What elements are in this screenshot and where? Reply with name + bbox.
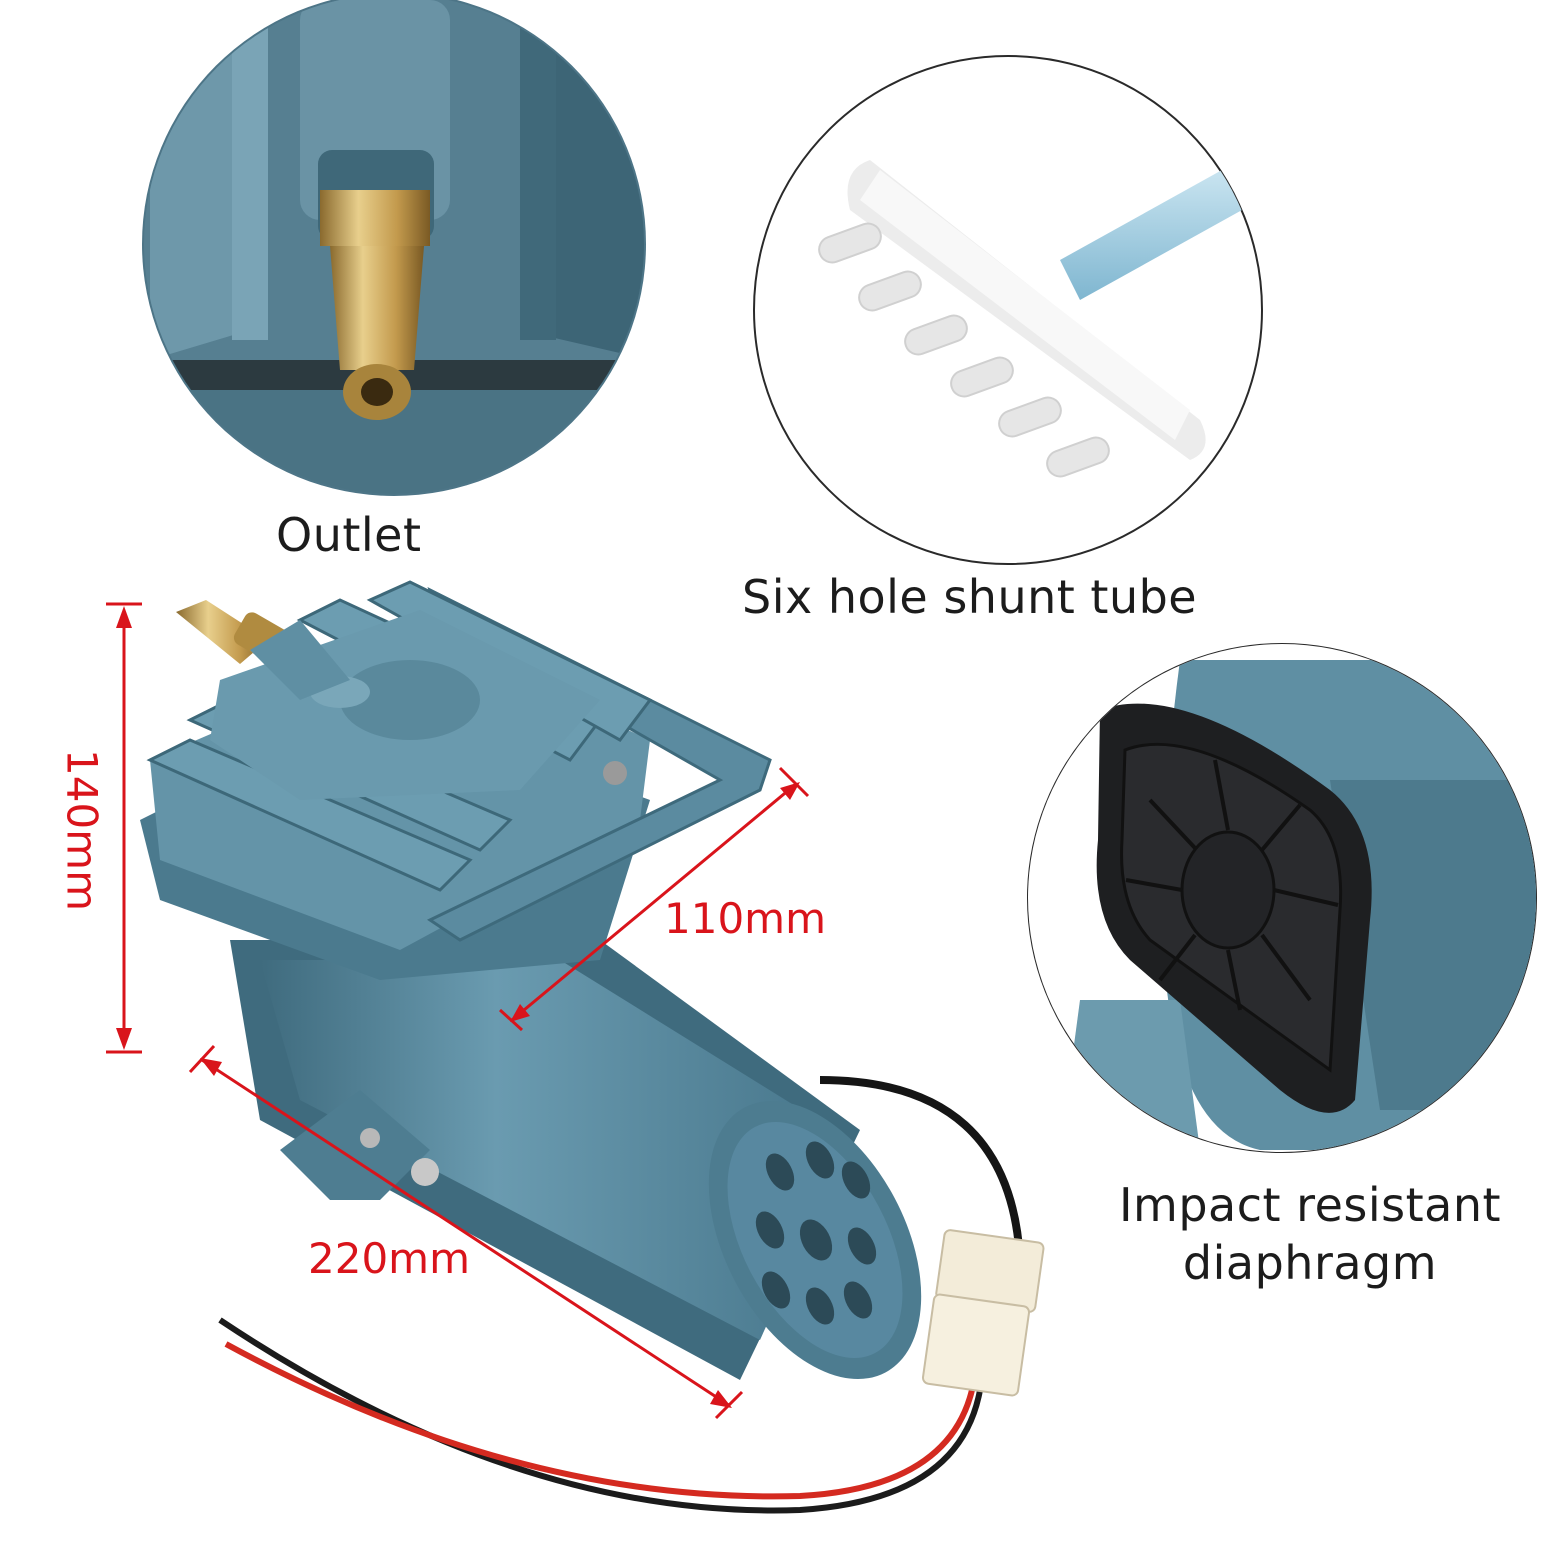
diaphragm-closeup bbox=[1027, 643, 1537, 1153]
shunt-tube-closeup bbox=[753, 55, 1263, 565]
shunt-tube-label: Six hole shunt tube bbox=[742, 570, 1198, 624]
length-dimension-label: 220mm bbox=[308, 1234, 470, 1283]
height-dimension-label: 140mm bbox=[57, 749, 107, 911]
outlet-label: Outlet bbox=[276, 508, 422, 562]
connector-plug bbox=[921, 1229, 1045, 1397]
dimension-lines bbox=[106, 602, 810, 1420]
width-dimension-label: 110mm bbox=[664, 894, 826, 943]
outlet-closeup bbox=[142, 0, 646, 496]
diaphragm-label: Impact resistant diaphragm bbox=[1118, 1178, 1502, 1290]
air-pump bbox=[140, 580, 1045, 1514]
